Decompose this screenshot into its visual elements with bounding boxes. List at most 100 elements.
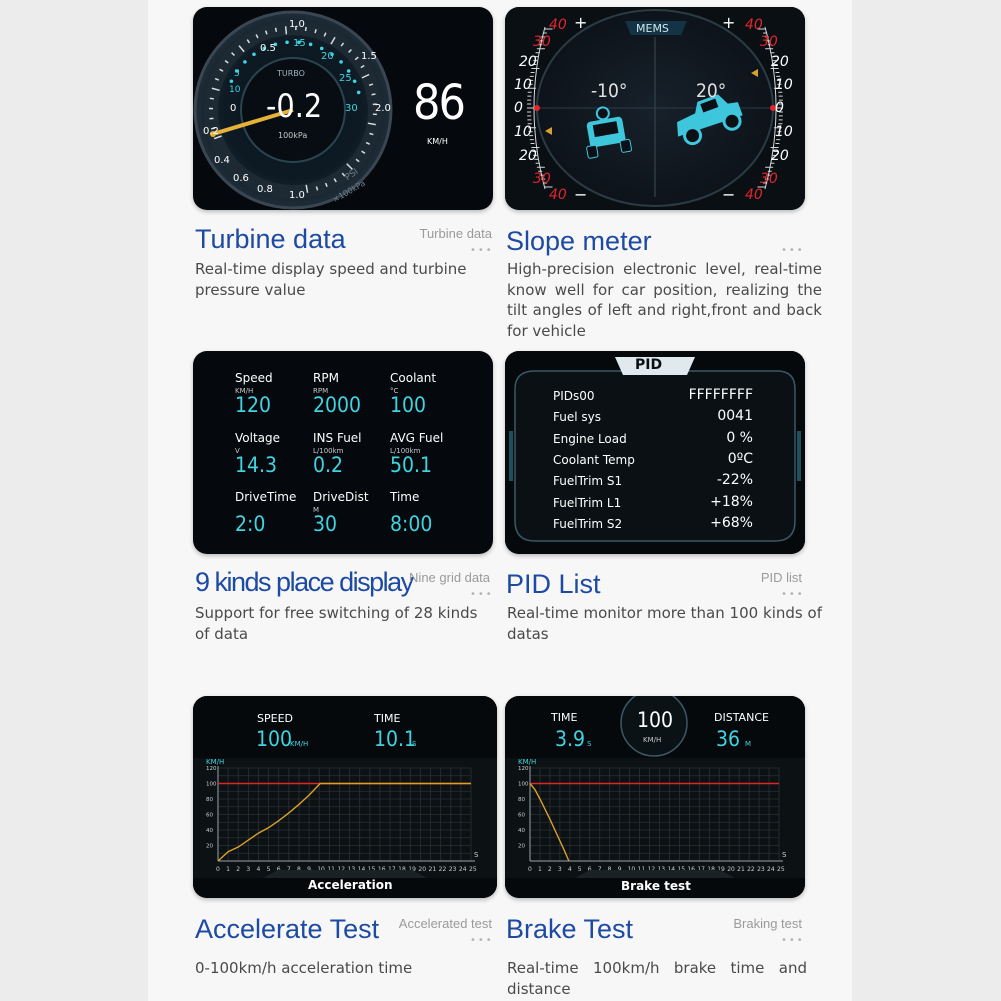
grid-subtitle: Nine grid data (409, 570, 490, 585)
brake-distance-unit: M (745, 740, 752, 748)
x-tick-label: 1 (538, 866, 542, 873)
x-tick-label: 19 (408, 866, 416, 873)
turbo-tick (209, 97, 214, 100)
turbo-psi-tick: 0.5 (260, 43, 276, 54)
turbine-subtitle: Turbine data (419, 226, 492, 241)
jeep-rear-icon (586, 106, 632, 159)
slope-scale-left: 40 (549, 17, 567, 33)
turbine-title: Turbine data (195, 224, 346, 254)
slope-scale-right: 10 (775, 77, 793, 93)
grid-cell-label: INS Fuel (313, 431, 362, 445)
brake-distance-value: 36 (716, 727, 741, 751)
x-tick-label: 3 (558, 866, 562, 873)
slope-scale-left: 10 (514, 124, 532, 140)
brake-time-unit: S (587, 740, 592, 748)
x-tick-label: 12 (648, 866, 656, 873)
grid-cell-unit: KM/H (235, 387, 254, 395)
turbo-tick (365, 141, 371, 145)
x-tick-label: 13 (657, 866, 665, 873)
y-tick-label: 40 (518, 828, 525, 834)
y-tick-label: 80 (518, 797, 525, 803)
grid-cell-label: DriveTime (235, 490, 297, 504)
turbo-psi-tick: 25 (339, 73, 352, 84)
turbo-tick (323, 32, 327, 37)
turbo-tick (369, 132, 374, 136)
turbo-tick (246, 39, 251, 44)
slope-scale-left: 40 (549, 187, 567, 203)
x-tick-label: 24 (767, 866, 775, 873)
pid-row-key: Fuel sys (553, 410, 601, 425)
x-tick-label: 0 (528, 866, 532, 873)
turbo-tick (231, 52, 236, 56)
slope-gauge (505, 7, 805, 210)
x-tick-label: 4 (256, 866, 260, 873)
grid-cell-value: 2000 (313, 393, 362, 417)
x-tick-label: 5 (578, 866, 582, 873)
slope-scale-right: 20 (771, 54, 789, 70)
turbo-dot (308, 42, 313, 47)
y-tick-label: 40 (206, 828, 213, 834)
turbo-needle (212, 108, 294, 136)
x-tick-label: 2 (236, 866, 240, 873)
accel-subtitle: Accelerated test (398, 916, 492, 931)
turbo-tick (314, 29, 317, 34)
grid-cell-label: Voltage (235, 431, 281, 445)
slope-scale-left: 30 (533, 34, 551, 50)
mems-header: MEMS (636, 22, 669, 35)
turbo-tick (361, 150, 366, 154)
accel-time-unit: S (412, 740, 417, 748)
x-tick-label: 17 (388, 866, 396, 873)
turbo-dot (356, 90, 361, 95)
plus-right: + (722, 13, 736, 32)
grid-cell-unit: L/100km (313, 447, 344, 455)
x-tick-label: 16 (378, 866, 386, 873)
brake-title: Brake Test (506, 914, 634, 944)
turbo-tick (330, 36, 336, 45)
pid-row-value: 0041 (717, 408, 753, 425)
turbo-tick (315, 186, 319, 191)
y-tick-label: 120 (518, 766, 529, 772)
accel-footer: Acceleration (308, 878, 393, 892)
accel-title: Accelerate Test (195, 914, 380, 944)
y-tick-label: 60 (206, 813, 213, 819)
grid-cell-label: Coolant (390, 371, 437, 385)
x-tick-label: 8 (608, 866, 612, 873)
turbo-left-tick: 10 (229, 85, 241, 95)
turbo-kpa-tick: 0.4 (214, 155, 230, 166)
x-tick-label: 2 (548, 866, 552, 873)
turbo-kpa-tick: 1.0 (289, 190, 305, 201)
y-tick-label: 120 (206, 766, 217, 772)
x-tick-label: 10 (317, 866, 325, 873)
slope-title: Slope meter (506, 226, 652, 256)
slope-dots: ••• (781, 245, 805, 256)
pid-row: FuelTrim L1+18% (553, 494, 753, 516)
pid-row-key: FuelTrim S2 (553, 516, 623, 531)
turbo-dot (262, 46, 267, 51)
y-tick-label: 100 (518, 782, 529, 788)
x-tick-label: 23 (757, 866, 765, 873)
turbo-value: -0.2 (266, 87, 323, 125)
turbo-kpa-tick: 2.0 (375, 103, 391, 114)
turbo-tick (340, 42, 345, 47)
turbo-tick (214, 77, 220, 81)
accel-speed-value: 100 (256, 727, 293, 751)
turbine-dots: ••• (470, 245, 494, 256)
brake-time-value: 3.9 (555, 727, 586, 751)
grid-cell-unit: V (235, 447, 240, 455)
grid-title: 9 kinds place display (195, 567, 414, 597)
jeep-side-icon (677, 94, 743, 146)
grid-cell-label: Time (390, 490, 420, 504)
slope-scale-right: 30 (760, 34, 778, 50)
grid-cell-value: 120 (235, 393, 272, 417)
x-tick-label: 20 (418, 866, 426, 873)
x-tick-label: 25 (469, 866, 477, 873)
minus-right: − (722, 185, 736, 204)
turbo-kpa-tick: 1.5 (361, 51, 377, 62)
turbo-psi-tick: 30 (345, 103, 358, 114)
pid-row: FuelTrim S1-22% (553, 472, 753, 494)
pid-row-key: Engine Load (553, 431, 627, 446)
grid-dots: ••• (470, 589, 494, 600)
